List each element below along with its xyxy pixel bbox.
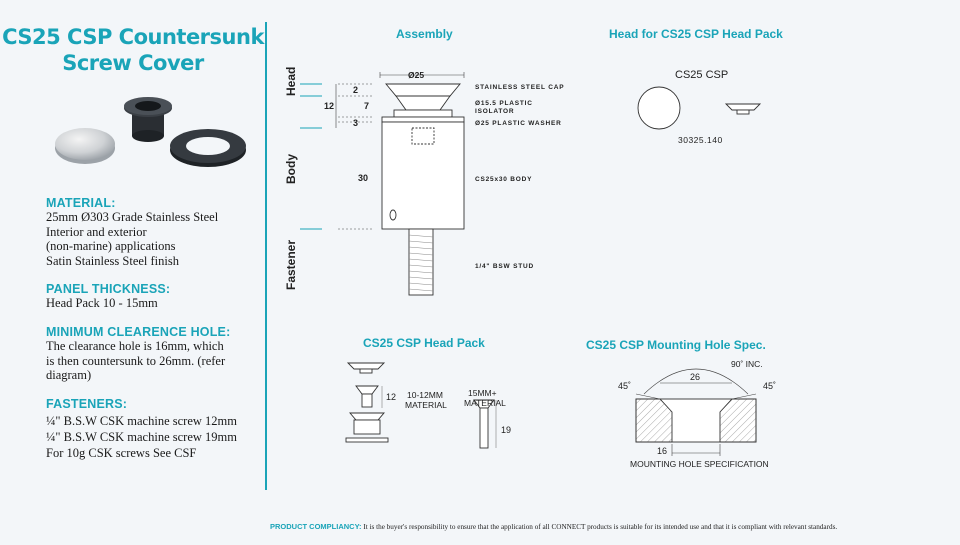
- material-heading: MATERIAL:: [46, 196, 116, 210]
- mounting-angle-left: 45˚: [618, 381, 632, 391]
- clearance-heading: MINIMUM CLEARENCE HOLE:: [46, 325, 231, 339]
- headpack-material-1a: 10-12MM: [407, 390, 443, 400]
- clearance-text: The clearance hole is 16mm, which is the…: [46, 339, 225, 383]
- callout-isolator-1: Ø15.5 PLASTIC: [475, 100, 533, 107]
- headpack-heading: CS25 CSP Head Pack: [363, 336, 485, 350]
- fastener-line: ¼" B.S.W CSK machine screw 12mm: [46, 414, 237, 428]
- headpack-dim-12: 12: [386, 392, 397, 402]
- product-photo: [55, 97, 246, 167]
- compliancy-footer: PRODUCT COMPLIANCY: It is the buyer's re…: [270, 522, 950, 531]
- product-info-panel: CS25 CSP Countersunk Screw Cover MATERIA…: [0, 0, 266, 490]
- panel-thickness-heading: PANEL THICKNESS:: [46, 282, 171, 296]
- fasteners-heading: FASTENERS:: [46, 397, 128, 411]
- dim-3: 3: [353, 118, 359, 128]
- mounting-dim-26: 26: [690, 372, 701, 382]
- column-divider: [265, 22, 267, 490]
- headpack-dim-19: 19: [501, 425, 512, 435]
- panel-line: Head Pack 10 - 15mm: [46, 296, 158, 310]
- callout-stud: 1/4" BSW STUD: [475, 263, 534, 270]
- mounting-angle-right: 45˚: [763, 381, 777, 391]
- material-line: Satin Stainless Steel finish: [46, 253, 179, 268]
- clearance-line: The clearance hole is 16mm, which: [46, 339, 224, 353]
- footer-label: PRODUCT COMPLIANCY:: [270, 522, 362, 531]
- callout-cap: STAINLESS STEEL CAP: [475, 84, 565, 91]
- fasteners-text: ¼" B.S.W CSK machine screw 12mm ¼" B.S.W…: [46, 413, 237, 461]
- callout-isolator-2: ISOLATOR: [475, 108, 515, 115]
- callout-washer: Ø25 PLASTIC WASHER: [475, 120, 562, 127]
- title-line-1: CS25 CSP Countersunk: [2, 25, 264, 49]
- mounting-heading: CS25 CSP Mounting Hole Spec.: [586, 338, 766, 352]
- material-line: 25mm Ø303 Grade Stainless Steel: [46, 210, 219, 224]
- dim-12: 12: [324, 101, 335, 111]
- mounting-caption: MOUNTING HOLE SPECIFICATION: [630, 459, 769, 469]
- mounting-angle-inc: 90˚ INC.: [731, 359, 763, 369]
- material-line: (non-marine) applications: [46, 239, 176, 253]
- footer-text: It is the buyer's responsibility to ensu…: [361, 523, 838, 531]
- headpack-material-2b: MATERIAL: [464, 398, 506, 408]
- fastener-line: ¼" B.S.W CSK machine screw 19mm: [46, 430, 237, 444]
- material-line: Interior and exterior: [46, 224, 147, 239]
- material-text: 25mm Ø303 Grade Stainless Steel Interior…: [46, 210, 218, 268]
- assembly-heading: Assembly: [396, 27, 453, 41]
- dim-2: 2: [353, 85, 359, 95]
- panel-thickness-text: Head Pack 10 - 15mm: [46, 296, 158, 311]
- fastener-line: For 10g CSK screws See CSF: [46, 446, 197, 460]
- title-line-2: Screw Cover: [62, 51, 204, 75]
- clearance-line: is then countersunk to 26mm. (refer: [46, 353, 226, 368]
- dim-7: 7: [364, 101, 370, 111]
- callout-body: CS25x30 BODY: [475, 176, 533, 183]
- clearance-line: diagram): [46, 368, 92, 382]
- head-for-heading: Head for CS25 CSP Head Pack: [609, 27, 783, 41]
- dim-diameter-25: Ø25: [408, 70, 425, 80]
- dim-30: 30: [358, 173, 369, 183]
- headpack-material-2a: 15MM+: [468, 388, 497, 398]
- mounting-dim-16: 16: [657, 446, 668, 456]
- headpack-material-1b: MATERIAL: [405, 400, 447, 410]
- head-for-code: 30325.140: [678, 135, 723, 145]
- head-for-label: CS25 CSP: [675, 69, 729, 81]
- page-title: CS25 CSP Countersunk Screw Cover: [0, 24, 266, 76]
